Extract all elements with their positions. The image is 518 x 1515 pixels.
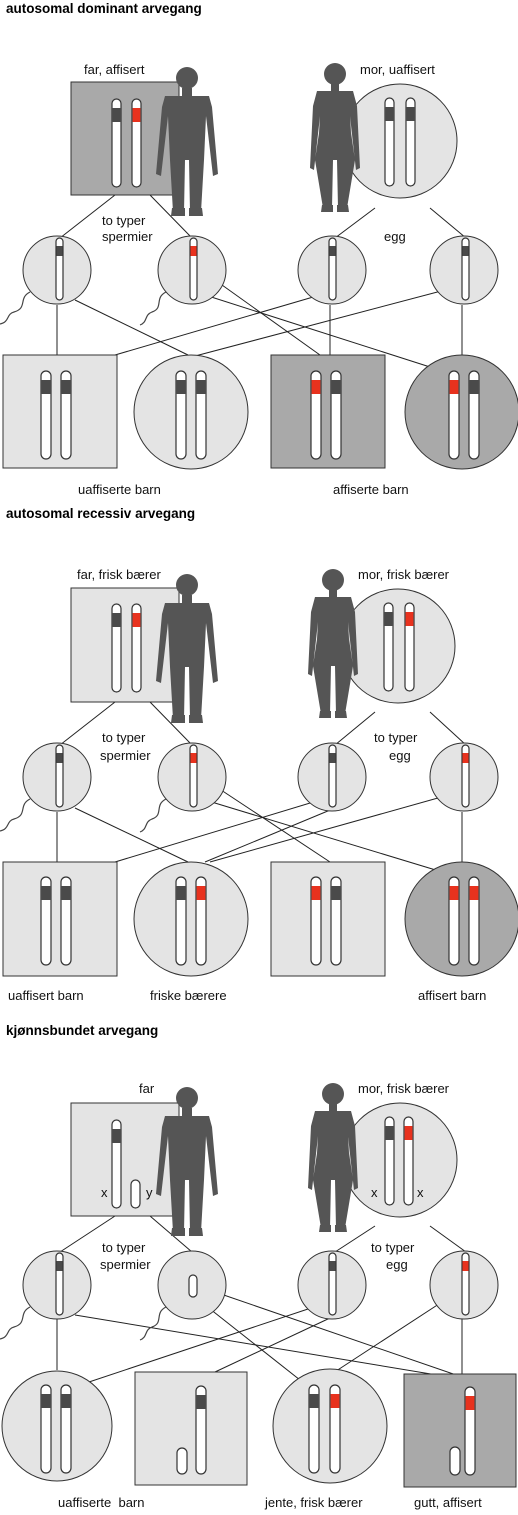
- mother-label: mor, frisk bærer: [358, 1081, 450, 1096]
- child-carrier-2: [270, 861, 386, 977]
- child-unaffected: [2, 861, 118, 977]
- section-autosomal-dominant: autosomal dominant arvegang far, affiser…: [0, 1, 518, 497]
- father-label: far: [139, 1081, 155, 1096]
- children-label-carriers: friske bærere: [150, 988, 227, 1003]
- father-label: far, affisert: [84, 62, 145, 77]
- child-affected: [404, 861, 518, 977]
- woman-figure-icon: [308, 1083, 358, 1232]
- children-label-unaffected: uaffisert barn: [8, 988, 84, 1003]
- child-affected-2: [404, 354, 518, 470]
- woman-figure-icon: [310, 63, 360, 212]
- children-label-affected: affiserte barn: [333, 482, 409, 497]
- section-title: kjønnsbundet arvegang: [6, 1023, 158, 1038]
- mother-label: mor, frisk bærer: [358, 567, 450, 582]
- section-title: autosomal dominant arvegang: [6, 1, 202, 16]
- x-chromosome-letter: x: [101, 1185, 108, 1200]
- child-unaffected-2: [133, 354, 249, 470]
- mother-cell: [342, 83, 458, 199]
- mother-label: mor, uaffisert: [360, 62, 435, 77]
- mother-cell: [342, 1102, 458, 1218]
- x-chromosome-letter-1: x: [371, 1185, 378, 1200]
- father-label: far, frisk bærer: [77, 567, 161, 582]
- egg-label: egg: [384, 229, 406, 244]
- children-label-affected: affisert barn: [418, 988, 486, 1003]
- child-affected-1: [270, 354, 386, 469]
- children-label-unaffected: uaffiserte barn: [58, 1495, 144, 1510]
- children-label-girl-carrier: jente, frisk bærer: [264, 1495, 363, 1510]
- woman-figure-icon: [308, 569, 358, 718]
- section-x-linked: kjønnsbundet arvegang x y far: [0, 1023, 517, 1510]
- section-title: autosomal recessiv arvegang: [6, 506, 195, 521]
- x-chromosome-letter-2: x: [417, 1185, 424, 1200]
- child-carrier-1: [133, 861, 249, 977]
- child-boy-unaffected: [134, 1371, 248, 1486]
- y-chromosome-letter: y: [146, 1185, 153, 1200]
- children-label-unaffected: uaffiserte barn: [78, 482, 161, 497]
- child-unaffected-1: [2, 354, 118, 469]
- children-label-boy-affected: gutt, affisert: [414, 1495, 482, 1510]
- child-girl-unaffected: [1, 1370, 113, 1482]
- mother-cell: [340, 588, 456, 704]
- section-autosomal-recessive: autosomal recessiv arvegang far, frisk b…: [0, 506, 518, 1003]
